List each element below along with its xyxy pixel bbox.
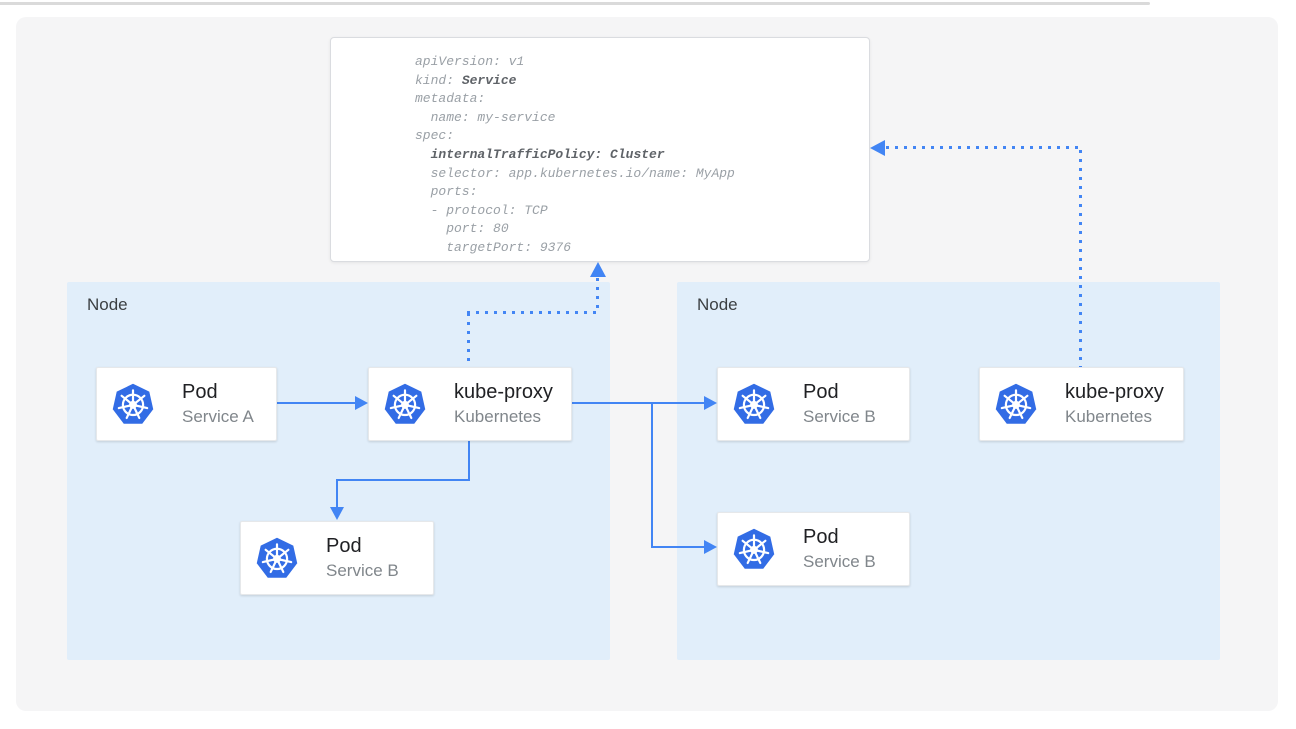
code-line: port: 80 (415, 220, 869, 239)
kubernetes-logo-icon (733, 528, 775, 569)
card-title: Pod (326, 535, 362, 557)
code-line: spec: (415, 127, 869, 146)
card-pod-service-a: Pod Service A (96, 367, 277, 441)
code-text: - protocol: TCP (415, 202, 548, 218)
code-line: internalTrafficPolicy: Cluster (415, 146, 869, 165)
kubernetes-logo-icon (733, 383, 775, 424)
code-text: kind: (415, 72, 462, 88)
card-title: kube-proxy (454, 381, 553, 403)
code-line: apiVersion: v1 (415, 53, 869, 72)
code-text: selector: app.kubernetes.io/name: MyApp (415, 165, 735, 181)
edge-kube-proxy-to-pod-b-left-seg1 (468, 441, 470, 481)
card-title: Pod (803, 381, 839, 403)
card-kube-proxy-left: kube-proxy Kubernetes (368, 367, 572, 441)
edge-pod-a-to-kube-proxy (277, 402, 357, 404)
code-text: ports: (415, 184, 478, 200)
edge-kube-proxy-to-pod-b-left-seg3 (336, 479, 338, 508)
code-line: metadata: (415, 90, 869, 109)
arrowhead-down-icon (330, 507, 344, 520)
arrowhead-right-icon (704, 540, 717, 554)
code-line: ports: (415, 183, 869, 202)
code-text (415, 147, 431, 162)
arrowhead-right-icon (355, 396, 368, 410)
top-divider (0, 2, 1150, 5)
code-text: port: 80 (415, 221, 509, 237)
code-text: targetPort: 9376 (415, 239, 572, 255)
code-text-bold: internalTrafficPolicy: Cluster (430, 146, 665, 162)
dotted-edge-kube-proxy-left-to-yaml-seg1 (467, 313, 470, 367)
code-line: - protocol: TCP (415, 202, 869, 221)
node-left-label: Node (87, 295, 128, 314)
card-title: kube-proxy (1065, 381, 1164, 403)
kubernetes-logo-icon (384, 383, 426, 424)
node-right-label: Node (697, 295, 738, 314)
code-line: name: my-service (415, 109, 869, 128)
card-pod-service-b-right-bottom: Pod Service B (717, 512, 910, 586)
card-subtitle: Service B (803, 552, 876, 571)
kubernetes-logo-icon (256, 537, 298, 578)
card-subtitle: Kubernetes (454, 407, 541, 426)
node-left: Node (67, 282, 610, 660)
code-line: selector: app.kubernetes.io/name: MyApp (415, 165, 869, 184)
node-right: Node (677, 282, 1220, 660)
card-subtitle: Service B (803, 407, 876, 426)
edge-kube-proxy-to-pod-b-right-top (572, 402, 705, 404)
dotted-edge-kube-proxy-left-to-yaml-seg3 (596, 278, 599, 313)
card-pod-service-b-left: Pod Service B (240, 521, 434, 595)
code-text: apiVersion: v1 (415, 54, 525, 69)
code-text: spec: (415, 128, 455, 144)
edge-kube-proxy-to-pod-b-right-bottom-seg2 (651, 546, 705, 548)
card-subtitle: Service B (326, 561, 399, 580)
card-subtitle: Service A (182, 407, 254, 426)
card-title: Pod (182, 381, 218, 403)
code-text: metadata: (415, 91, 486, 107)
kubernetes-logo-icon (995, 383, 1037, 424)
arrowhead-up-icon (590, 262, 606, 277)
card-title: Pod (803, 526, 839, 548)
card-pod-service-b-right-top: Pod Service B (717, 367, 910, 441)
code-text: name: my-service (415, 109, 556, 125)
dotted-edge-kube-proxy-left-to-yaml-seg2 (467, 311, 599, 314)
yaml-manifest-card: apiVersion: v1 kind: Service metadata: n… (330, 37, 870, 262)
dotted-edge-kube-proxy-right-to-yaml-seg1 (1079, 150, 1082, 367)
arrowhead-right-icon (704, 396, 717, 410)
edge-kube-proxy-to-pod-b-right-bottom-seg1 (651, 402, 653, 548)
card-kube-proxy-right: kube-proxy Kubernetes (979, 367, 1184, 441)
code-line: kind: Service (415, 72, 869, 91)
edge-kube-proxy-to-pod-b-left-seg2 (337, 479, 470, 481)
code-line: targetPort: 9376 (415, 239, 869, 258)
dotted-edge-kube-proxy-right-to-yaml-seg2 (886, 146, 1082, 149)
card-subtitle: Kubernetes (1065, 407, 1152, 426)
code-text-bold: Service (461, 72, 517, 88)
kubernetes-logo-icon (112, 383, 154, 424)
arrowhead-left-icon (870, 140, 885, 156)
